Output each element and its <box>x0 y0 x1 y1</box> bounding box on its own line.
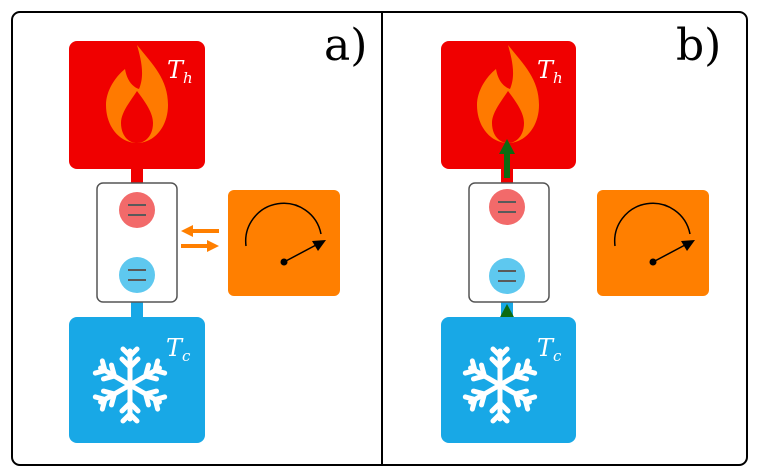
cold-temperature-label: Tc <box>166 334 191 365</box>
snowflake-icon <box>92 346 168 424</box>
meter <box>597 190 709 296</box>
exchange-arrows <box>181 225 219 252</box>
hot-level <box>489 189 525 225</box>
hot-level <box>119 192 155 228</box>
heat-flow-arrow-up-hot <box>499 139 515 178</box>
gauge-icon <box>613 202 695 266</box>
cold-level <box>119 257 155 293</box>
hot-temperature-label: Th <box>537 56 563 87</box>
hot-bath: Th <box>69 41 205 169</box>
cold-bath: Tc <box>69 317 205 443</box>
panel-a: a) Th <box>69 20 367 443</box>
cold-temperature-label: Tc <box>537 334 562 365</box>
meter <box>228 190 340 296</box>
gauge-icon <box>244 202 326 266</box>
system-box <box>468 182 550 303</box>
cold-level <box>489 258 525 294</box>
outer-frame <box>11 11 748 466</box>
hot-bath: Th <box>441 41 576 169</box>
cold-bath: Tc <box>441 317 576 443</box>
system-box <box>96 182 178 303</box>
flame-icon <box>477 45 539 143</box>
snowflake-icon <box>462 346 538 424</box>
hot-temperature-label: Th <box>167 56 193 87</box>
panel-label: a) <box>324 20 367 71</box>
panel-b: b) Th <box>441 20 721 443</box>
flame-icon <box>106 45 168 143</box>
panel-label: b) <box>676 20 721 71</box>
